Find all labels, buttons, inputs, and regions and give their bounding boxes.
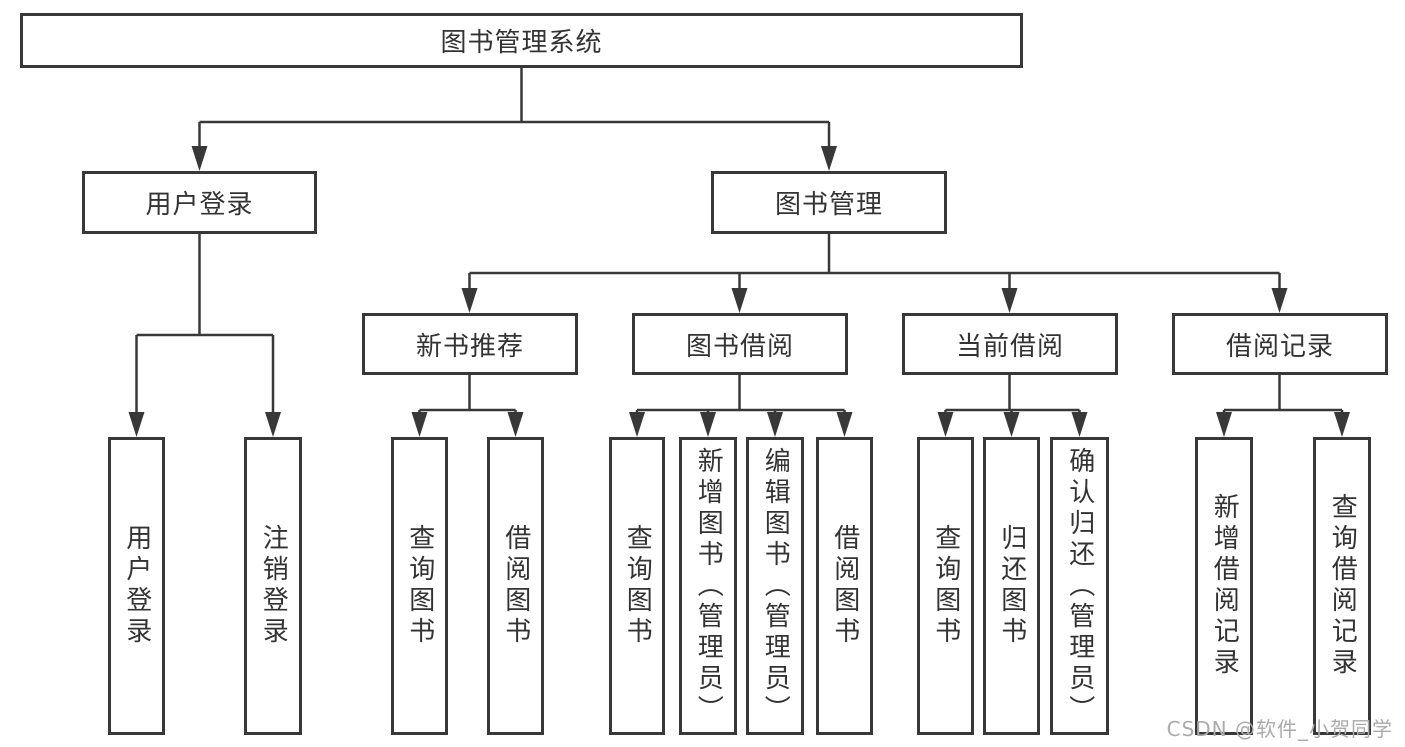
connector-book-mgmt-split xyxy=(461,234,1288,313)
node-library-system: 图书管理系统 xyxy=(20,13,1023,68)
node-borrow-records: 借阅记录 xyxy=(1172,313,1388,375)
arrowhead-icon xyxy=(461,288,478,313)
arrowhead-icon xyxy=(629,412,645,437)
csdn-watermark: CSDN @软件_小贺同学 xyxy=(1166,717,1393,741)
connector-book-borrow-split xyxy=(629,375,853,437)
leaf-user-login: 用户登录 xyxy=(108,437,165,735)
connector-path xyxy=(635,375,846,414)
node-book-management: 图书管理 xyxy=(711,171,947,234)
leaf-add-books-admin: 新增图书（管理员） xyxy=(679,437,737,735)
connector-current-borrow-split xyxy=(937,375,1088,437)
arrowhead-icon xyxy=(1334,412,1350,437)
leaf-confirm-return-admin: 确认归还（管理员） xyxy=(1050,437,1109,735)
arrowhead-icon xyxy=(507,412,524,437)
connector-borrow-records-split xyxy=(1216,375,1350,437)
arrowhead-icon xyxy=(700,412,716,437)
arrowhead-icon xyxy=(1271,288,1288,313)
leaf-query-books-1: 查询图书 xyxy=(391,437,448,735)
connector-path xyxy=(418,375,517,414)
arrowhead-icon xyxy=(191,146,208,171)
leaf-logout: 注销登录 xyxy=(244,437,302,735)
leaf-borrow-books-2: 借阅图书 xyxy=(816,437,873,735)
connector-user-login-split xyxy=(128,234,281,437)
arrowhead-icon xyxy=(1071,412,1088,437)
connector-root-split xyxy=(191,68,837,171)
leaf-return-books: 归还图书 xyxy=(983,437,1040,735)
node-current-borrow: 当前借阅 xyxy=(902,313,1118,375)
arrowhead-icon xyxy=(411,412,428,437)
arrowhead-icon xyxy=(767,412,783,437)
arrowhead-icon xyxy=(731,288,748,313)
connector-path xyxy=(135,234,275,414)
leaf-query-books-3: 查询图书 xyxy=(917,437,974,735)
connector-new-rec-split xyxy=(411,375,524,437)
leaf-edit-books-admin: 编辑图书（管理员） xyxy=(746,437,804,735)
arrowhead-icon xyxy=(1003,412,1020,437)
arrowhead-icon xyxy=(1001,288,1018,313)
node-user-login: 用户登录 xyxy=(82,171,317,234)
arrowhead-icon xyxy=(1216,412,1232,437)
arrowhead-icon xyxy=(821,146,837,171)
arrowhead-icon xyxy=(128,412,145,437)
connector-path xyxy=(468,234,1281,290)
leaf-query-borrow-record: 查询借阅记录 xyxy=(1313,437,1371,735)
arrowhead-icon xyxy=(265,412,281,437)
node-new-book-recommend: 新书推荐 xyxy=(362,313,578,375)
node-book-borrow: 图书借阅 xyxy=(632,313,848,375)
arrowhead-icon xyxy=(937,412,954,437)
arrowhead-icon xyxy=(836,412,853,437)
leaf-borrow-books-1: 借阅图书 xyxy=(487,437,544,735)
connector-path xyxy=(944,375,1081,414)
leaf-add-borrow-record: 新增借阅记录 xyxy=(1195,437,1253,735)
connector-path xyxy=(1222,375,1344,414)
leaf-query-books-2: 查询图书 xyxy=(609,437,665,735)
connector-path xyxy=(198,68,831,150)
